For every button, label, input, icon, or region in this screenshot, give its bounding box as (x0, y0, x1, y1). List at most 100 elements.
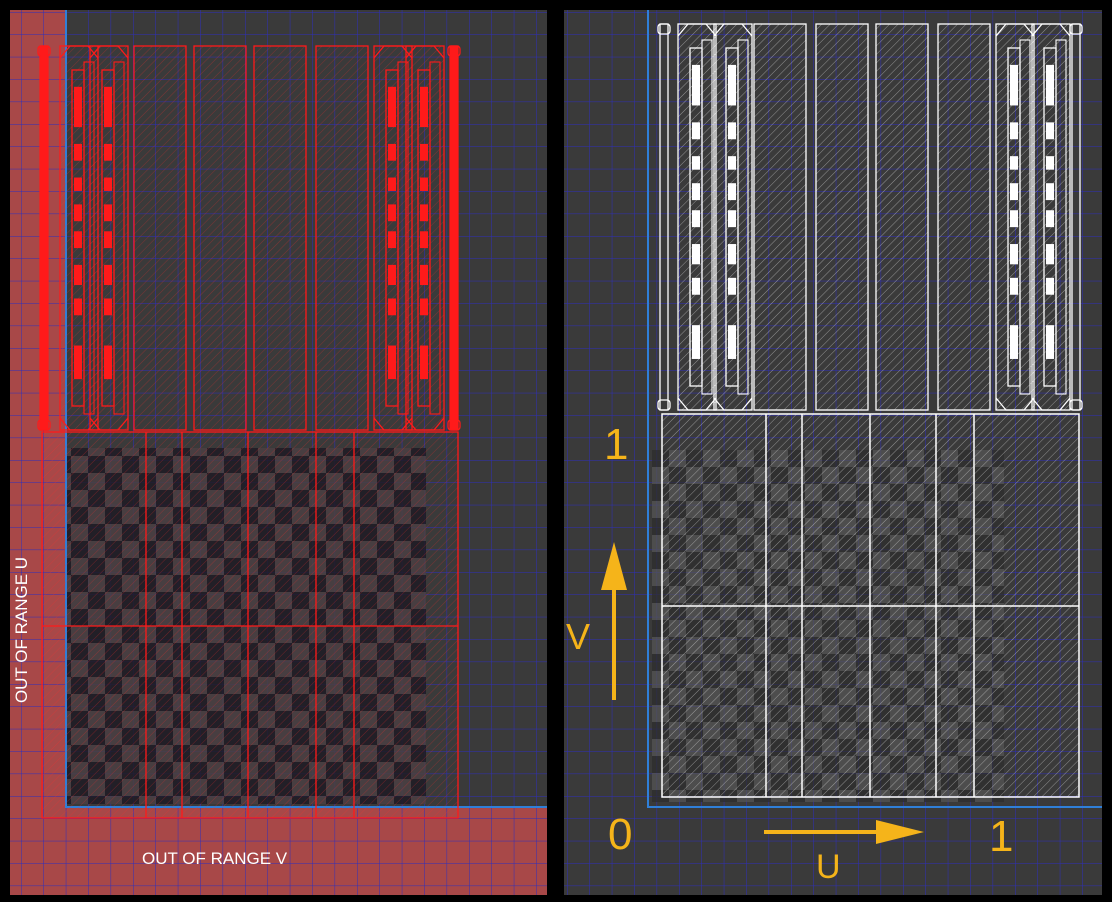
rail-dash (74, 345, 82, 380)
rail-dash (388, 264, 396, 286)
rail-dash (74, 298, 82, 316)
post-cap (1069, 23, 1083, 35)
rail-dash (420, 143, 428, 161)
left-uv-canvas (10, 10, 547, 895)
post-cap (37, 419, 51, 431)
post-shell (449, 45, 459, 431)
rail-dash (728, 156, 736, 170)
rail-dash (74, 177, 82, 191)
rail-inner (1055, 39, 1067, 395)
rail-dash (1010, 64, 1018, 106)
rail-dash (728, 64, 736, 106)
panel-shell (875, 23, 929, 411)
rail-dash (104, 345, 112, 380)
rail-inner (1019, 39, 1031, 395)
rail-cap-top (405, 45, 445, 59)
rail-dash (420, 345, 428, 380)
panel-shell (193, 45, 247, 431)
rail-dash (104, 204, 112, 222)
out-of-range-u-label: OUT OF RANGE U (12, 556, 31, 704)
rail-cap-top (995, 23, 1035, 37)
rail-dash (388, 204, 396, 222)
rail-dash (388, 177, 396, 191)
uv-shells-right (657, 23, 1083, 798)
lower-shell-group (41, 431, 459, 819)
rail-dash (728, 183, 736, 201)
rail-dash (74, 86, 82, 128)
axis-origin-label: 0 (608, 810, 633, 859)
rail-cap-top (677, 23, 717, 37)
rail-cap-bottom (89, 417, 129, 431)
rail-cap-bottom (713, 397, 753, 411)
axis-u-label: U (816, 848, 841, 886)
rail-dash (728, 244, 736, 265)
rail-dash (1046, 64, 1054, 106)
rail-dash (692, 156, 700, 170)
rail-cap-bottom (995, 397, 1035, 411)
rail-inner (737, 39, 749, 395)
rail-dash (692, 210, 700, 228)
rail-dash (1010, 210, 1018, 228)
rail-dash (1010, 244, 1018, 265)
rail-dash (692, 244, 700, 265)
panel-shell (253, 45, 307, 431)
rail-dash (388, 298, 396, 316)
rail-dash (728, 325, 736, 359)
post-cap (37, 45, 51, 57)
rail-dash (420, 204, 428, 222)
rail-dash (692, 122, 700, 140)
rail-dash (1010, 277, 1018, 295)
rail-dash (692, 64, 700, 106)
out-of-range-v-label: OUT OF RANGE V (142, 849, 288, 868)
rail-inner (429, 61, 441, 415)
rail-dash (74, 204, 82, 222)
arrow-up-icon (601, 542, 627, 700)
rail-dash (692, 183, 700, 201)
rail-dash (1046, 156, 1054, 170)
rail-inner (701, 39, 713, 395)
panel-shell (133, 45, 187, 431)
uv-shells (37, 45, 461, 819)
arrow-right-icon (764, 820, 924, 844)
rail-dash (420, 86, 428, 128)
post-cap (657, 399, 671, 411)
rail-dash (104, 264, 112, 286)
rail-dash (420, 298, 428, 316)
rail-dash (1046, 325, 1054, 359)
post-cap (1069, 399, 1083, 411)
rail-dash (420, 231, 428, 249)
rail-dash (104, 298, 112, 316)
rail-inner (113, 61, 125, 415)
rail-dash (728, 122, 736, 140)
rail-dash (104, 86, 112, 128)
rail-dash (388, 231, 396, 249)
rail-cap-top (89, 45, 129, 59)
post-cap (447, 45, 461, 57)
rail-dash (420, 264, 428, 286)
rail-dash (388, 345, 396, 380)
rail-dash (1046, 244, 1054, 265)
panel-shell (315, 45, 369, 431)
panel-shell (753, 23, 807, 411)
rail-dash (104, 231, 112, 249)
rail-dash (74, 143, 82, 161)
rail-cap-top (713, 23, 753, 37)
rail-cap-bottom (677, 397, 717, 411)
rail-dash (388, 143, 396, 161)
rail-dash (1046, 122, 1054, 140)
rail-dash (1046, 210, 1054, 228)
rail-dash (104, 143, 112, 161)
rail-dash (388, 86, 396, 128)
panel-shell (937, 23, 991, 411)
rail-dash (692, 277, 700, 295)
post-cap (447, 419, 461, 431)
post-cap (657, 23, 671, 35)
axis-u-max-label: 1 (989, 812, 1014, 861)
rail-cap-top (1031, 23, 1071, 37)
rail-dash (1010, 122, 1018, 140)
right-uv-canvas (564, 10, 1102, 895)
rail-dash (1010, 156, 1018, 170)
panel-shell (815, 23, 869, 411)
rail-dash (74, 264, 82, 286)
